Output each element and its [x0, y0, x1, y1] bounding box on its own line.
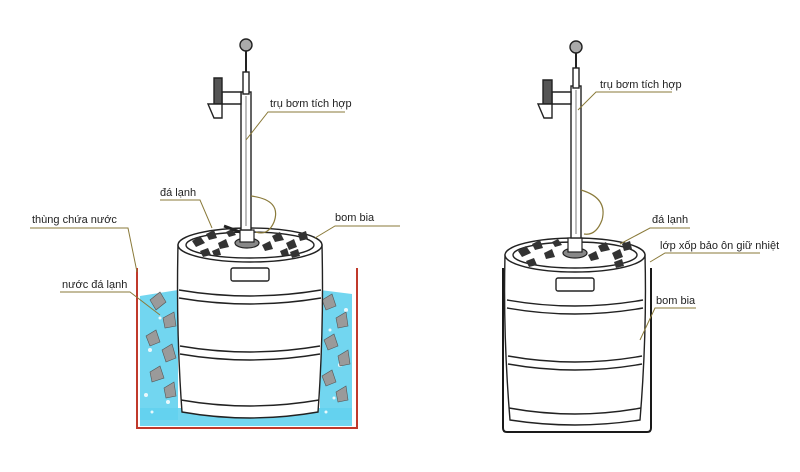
leader-lines [30, 91, 760, 341]
label-pump-left: trụ bơm tích hợp [270, 98, 352, 110]
label-keg-right: bom bia [656, 295, 696, 307]
label-tank-left: thùng chứa nước [32, 214, 117, 226]
left-labels: trụ bơm tích hợp đá lạnh thùng chứa nước… [32, 98, 375, 291]
pump-tower-left [206, 38, 277, 234]
right-labels: trụ bơm tích hợp đá lạnh lớp xốp bảo ôn … [600, 79, 779, 307]
keg-coupler-left [223, 224, 260, 249]
insulation-tank [502, 268, 652, 433]
right-diagram [502, 40, 652, 433]
label-ice-right: đá lạnh [652, 214, 688, 226]
keg-coupler-right [562, 237, 588, 259]
label-ice-left: đá lạnh [160, 187, 196, 199]
label-foam-right: lớp xốp bảo ôn giữ nhiệt [660, 240, 779, 252]
ice-on-keg-right [518, 239, 632, 268]
ice-cubes-left [145, 291, 351, 403]
label-ice-water-left: nước đá lạnh [62, 279, 127, 291]
label-keg-left: bom bia [335, 212, 375, 224]
water-tank [136, 268, 358, 429]
left-diagram [136, 38, 358, 429]
pump-tower-right [536, 40, 604, 239]
ice-on-keg-left [192, 229, 308, 258]
beer-keg-left [176, 227, 324, 419]
beer-keg-right [503, 237, 647, 426]
label-pump-right: trụ bơm tích hợp [600, 79, 682, 91]
